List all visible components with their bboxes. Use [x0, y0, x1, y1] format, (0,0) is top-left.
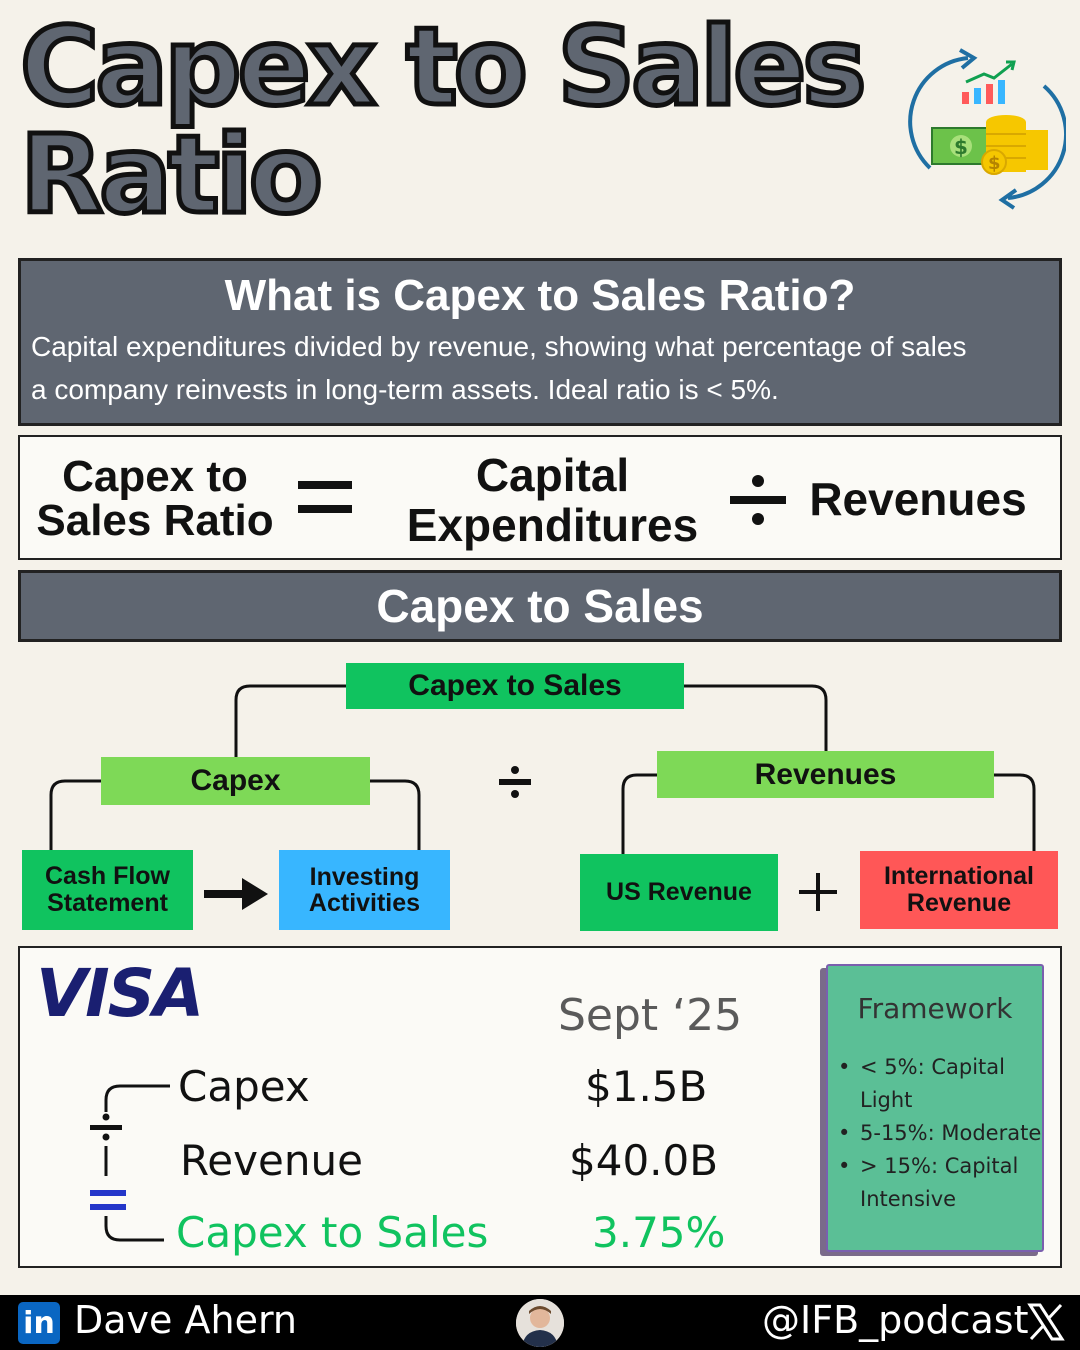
international-line-1: International — [883, 862, 1034, 890]
definition-line-2: a company reinvests in long-term assets.… — [31, 374, 779, 405]
cash-flow-line-2: Statement — [47, 889, 168, 917]
formula-lhs-line-2: Sales Ratio — [36, 496, 274, 545]
svg-text:$: $ — [988, 153, 1001, 174]
section-header: Capex to Sales — [18, 570, 1062, 642]
divide-sign-icon — [730, 475, 786, 525]
row-value-capex: $1.5B — [585, 1062, 708, 1111]
framework-item: < 5%: Capital Light — [838, 1051, 1042, 1117]
avatar-portrait-icon — [516, 1299, 564, 1347]
calc-bracket — [90, 1084, 170, 1242]
definition-box: What is Capex to Sales Ratio? Capital ex… — [18, 258, 1062, 426]
framework-item-2-line-1: 5-15%: Moderate — [860, 1121, 1042, 1145]
twitter-handle[interactable]: @IFB_podcast — [762, 1298, 1029, 1342]
definition-heading: What is Capex to Sales Ratio? — [224, 271, 856, 320]
formula-numerator-line-2: Expenditures — [406, 499, 699, 551]
formula-numerator-line-1: Capital — [475, 449, 630, 501]
equals-sign — [298, 481, 352, 489]
framework-item-3-line-1: > 15%: Capital — [860, 1154, 1019, 1178]
framework-item: 5-15%: Moderate — [838, 1117, 1042, 1150]
arrow-right-icon — [204, 878, 268, 910]
tree-us-revenue-node: US Revenue — [580, 854, 778, 931]
tree-international-node: International Revenue — [860, 851, 1058, 929]
formula-lhs-line-1: Capex to — [62, 452, 248, 501]
author-name[interactable]: Dave Ahern — [74, 1298, 297, 1342]
framework-item-3-line-2: Intensive — [860, 1187, 957, 1211]
international-line-2: Revenue — [906, 889, 1012, 917]
framework-list: < 5%: Capital Light 5-15%: Moderate > 15… — [838, 1051, 1042, 1216]
investing-line-1: Investing — [309, 863, 420, 891]
x-logo-icon[interactable] — [1026, 1302, 1066, 1342]
tree-divide-icon — [499, 766, 531, 798]
cash-flow-line-1: Cash Flow — [44, 862, 170, 890]
title-line-1: Capex to Sales — [18, 5, 870, 130]
linkedin-icon[interactable]: in — [18, 1302, 60, 1344]
page-title: Capex to Sales Ratio — [18, 5, 900, 238]
row-value-ratio: 3.75% — [592, 1208, 726, 1257]
definition-text: Capital expenditures divided by revenue,… — [21, 321, 1059, 411]
framework-item-1-line-2: Light — [860, 1088, 913, 1112]
formula-numerator: Capital Expenditures — [400, 450, 705, 550]
row-label-revenue: Revenue — [180, 1136, 363, 1185]
tree-capex-node: Capex — [101, 757, 370, 805]
plus-sign-icon — [799, 873, 837, 911]
tree-root-node: Capex to Sales — [346, 663, 684, 709]
framework-title: Framework — [857, 992, 1013, 1025]
tree-investing-node: Investing Activities — [279, 850, 450, 930]
money-cycle-icon: $ $ — [908, 48, 1066, 210]
example-period: Sept ‘25 — [558, 990, 743, 1041]
avatar — [516, 1299, 564, 1347]
row-value-revenue: $40.0B — [569, 1136, 719, 1185]
formula-denominator: Revenues — [809, 473, 1027, 525]
formula-box — [18, 435, 1062, 560]
tree-cash-flow-node: Cash Flow Statement — [22, 850, 193, 930]
tree-revenues-node: Revenues — [657, 751, 994, 798]
title-line-2: Ratio — [18, 113, 326, 238]
framework-card: Framework < 5%: Capital Light 5-15%: Mod… — [826, 964, 1044, 1252]
investing-line-2: Activities — [308, 889, 421, 917]
framework-item-1-line-1: < 5%: Capital — [860, 1055, 1005, 1079]
row-label-capex: Capex — [178, 1062, 310, 1111]
row-label-ratio: Capex to Sales — [176, 1208, 489, 1257]
equals-sign-bar-2 — [298, 505, 352, 513]
framework-item: > 15%: Capital Intensive — [838, 1150, 1042, 1216]
svg-text:$: $ — [954, 135, 968, 159]
definition-line-1: Capital expenditures divided by revenue,… — [31, 331, 967, 362]
company-logo: VISA — [36, 955, 204, 1032]
tree-connectors — [49, 684, 1036, 854]
formula-lhs: Capex to Sales Ratio — [30, 455, 280, 543]
